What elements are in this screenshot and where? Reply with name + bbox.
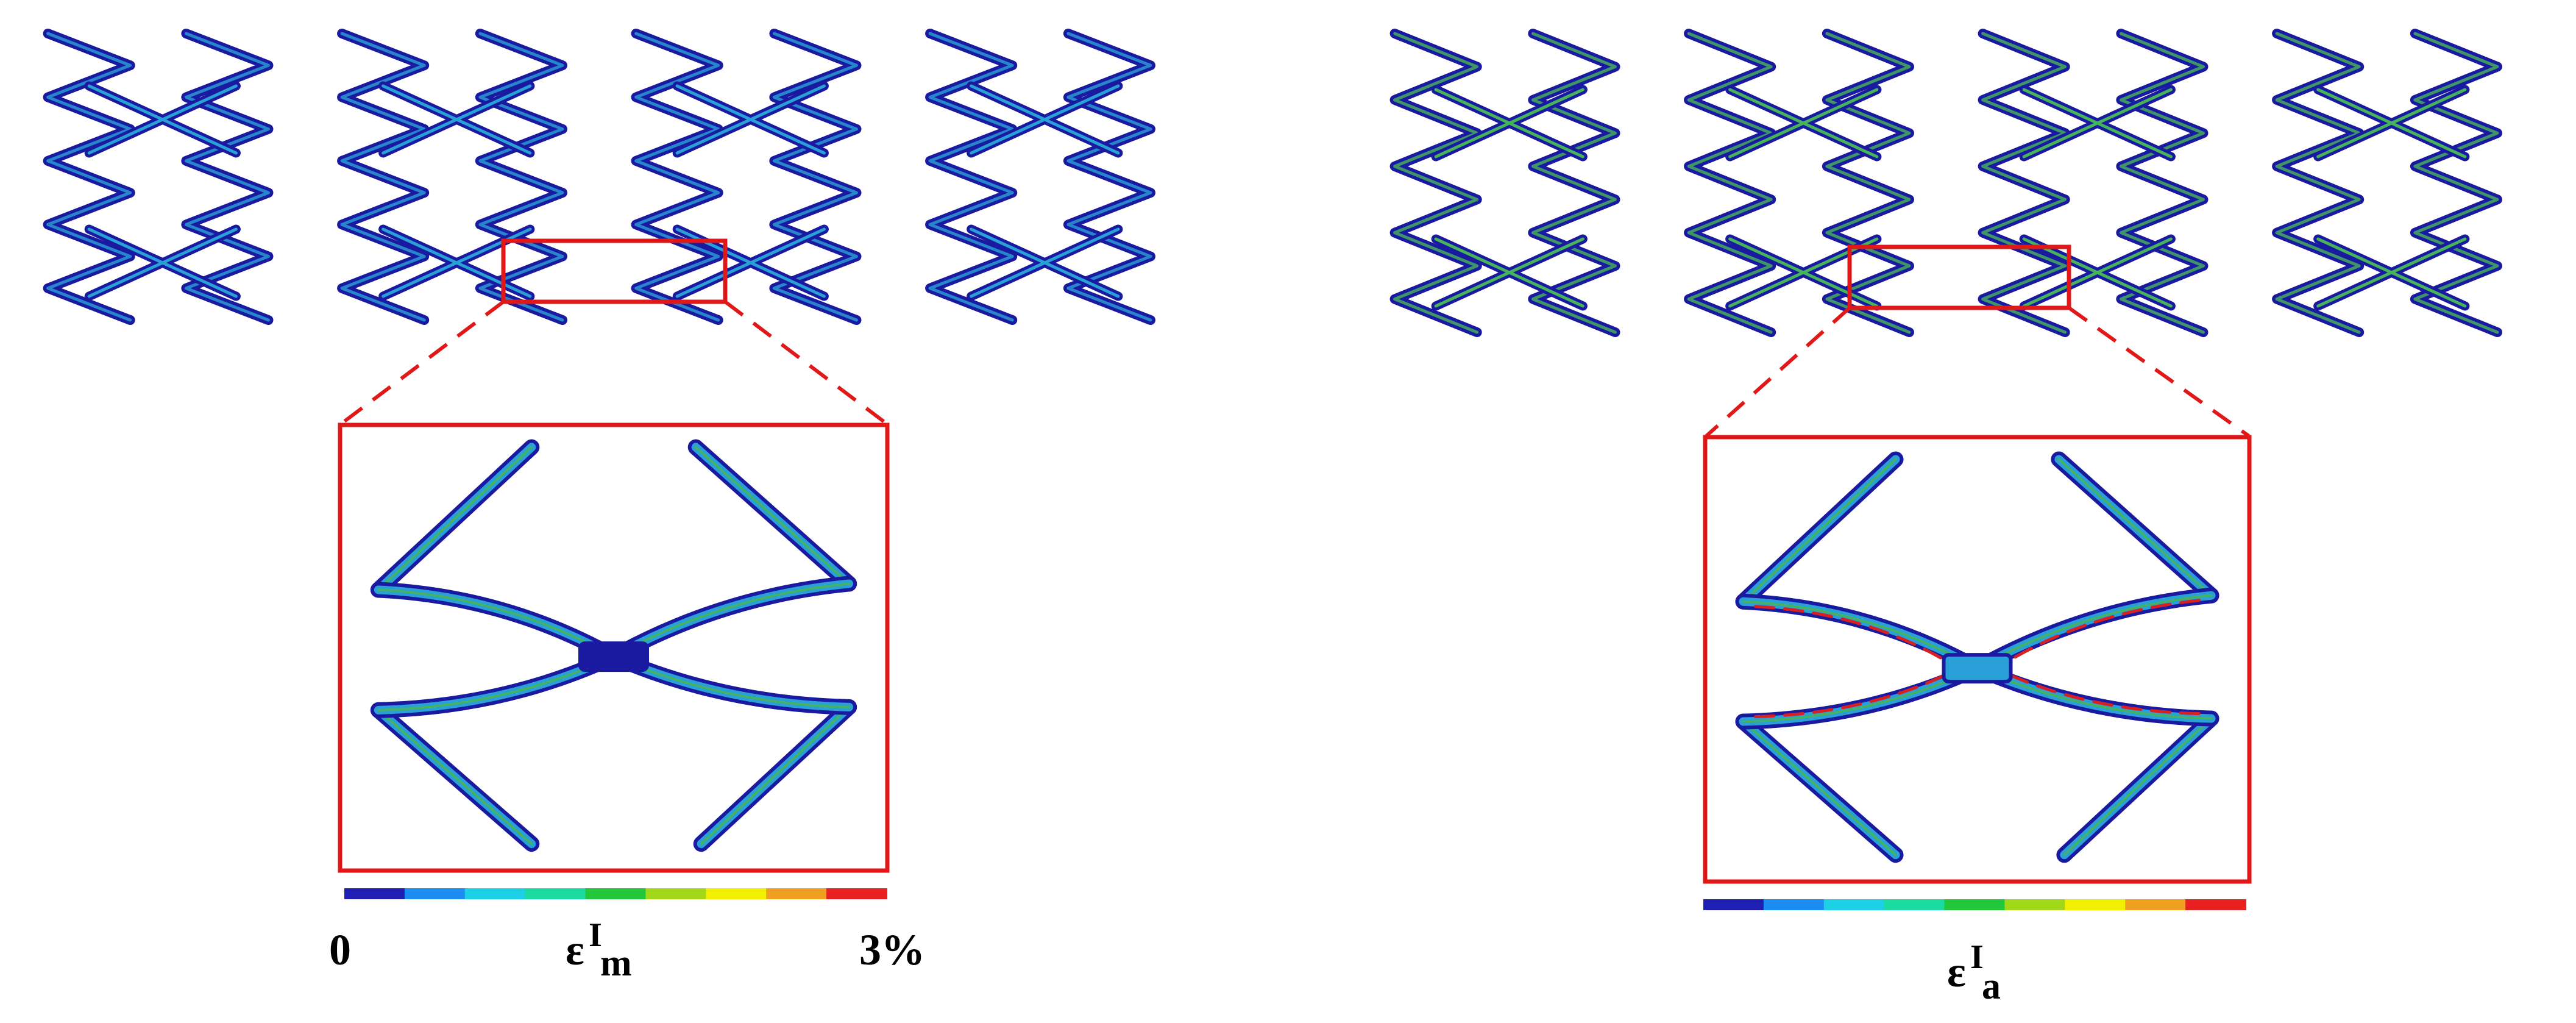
colorbar-segment	[706, 888, 767, 899]
stent-connector-strain	[1728, 237, 1879, 308]
colorbar-segment	[1884, 899, 1945, 910]
left-colorbar-min-label: 0	[329, 925, 351, 974]
zoom-hot-spot	[1754, 669, 1954, 719]
stent-ring-strain	[46, 32, 132, 322]
colorbar-segment	[826, 888, 887, 899]
colorbar-segment	[2004, 899, 2066, 910]
stent-ring-strain	[1531, 32, 1617, 334]
stent-connector-strain	[675, 84, 826, 155]
zoom-strut-core	[694, 446, 851, 585]
stent-ring-strain	[928, 32, 1014, 322]
zoom-hot-spot	[2000, 599, 2201, 667]
colorbar-segment	[344, 888, 405, 899]
stent-ring-strain	[1981, 32, 2067, 334]
stent-ring-strain	[2413, 32, 2499, 334]
stent-ring-strain	[1825, 32, 1911, 334]
right-panel: ε I a	[1389, 29, 2502, 1007]
zoom-connector-hub	[578, 641, 649, 672]
colorbar-segment	[2185, 899, 2246, 910]
stent-connector-strain	[1434, 88, 1584, 159]
stent-connector-strain	[970, 84, 1120, 155]
right-colorbar-symbol: ε	[1947, 947, 1966, 996]
zoom-strut-core	[377, 588, 615, 658]
zoom-strut-core	[2063, 717, 2213, 857]
right-highlight-box	[1847, 244, 2071, 310]
zoom-strut-core	[612, 582, 851, 658]
zoom-hot-spot	[2000, 669, 2201, 716]
left-highlight-box	[501, 238, 728, 304]
stent-ring-strain	[1066, 32, 1152, 322]
right-stent-mesh	[1389, 29, 2502, 337]
colorbar-segment	[1763, 899, 1825, 910]
stent-ring-strain	[184, 32, 270, 322]
right-colorbar-superscript: I	[1970, 938, 1984, 976]
left-colorbar-superscript: I	[589, 916, 602, 954]
stent-connector-strain	[970, 227, 1120, 298]
stent-connector-strain	[2022, 88, 2173, 159]
stent-ring-strain	[772, 32, 858, 322]
stent-connector-strain	[87, 227, 238, 298]
colorbar-segment	[1944, 899, 2006, 910]
stent-connector-strain	[87, 84, 238, 155]
left-zoom-detail	[370, 439, 857, 852]
colorbar-segment	[2125, 899, 2187, 910]
right-zoom-detail	[1735, 451, 2219, 863]
zoom-strut-core	[377, 708, 533, 846]
stent-ring-strain	[634, 32, 720, 322]
stent-connector-strain	[1728, 88, 1879, 159]
stent-ring-strain	[1687, 32, 1773, 334]
stent-connector-strain	[1434, 237, 1584, 308]
colorbar-segment	[766, 888, 828, 899]
left-stent-mesh	[43, 29, 1155, 325]
right-colorbar	[1703, 899, 2246, 910]
stent-ring-strain	[478, 32, 564, 322]
colorbar-segment	[525, 888, 586, 899]
left-colorbar-symbol: ε	[566, 925, 584, 974]
zoom-hot-spot	[1754, 605, 1954, 667]
right-zoom-line-right	[2068, 306, 2250, 438]
stent-connector-strain	[381, 84, 532, 155]
colorbar-segment	[645, 888, 707, 899]
stent-ring-strain	[2275, 32, 2361, 334]
zoom-strut-core	[1742, 720, 1897, 857]
zoom-strut-core	[700, 705, 851, 846]
stent-connector-strain	[2316, 237, 2467, 308]
stent-ring-strain	[2119, 32, 2205, 334]
zoom-strut-core	[1976, 594, 2213, 670]
colorbar-segment	[1823, 899, 1885, 910]
colorbar-segment	[2065, 899, 2126, 910]
left-colorbar	[344, 888, 887, 899]
left-zoom-line-right	[724, 300, 888, 426]
left-colorbar-subscript: m	[600, 943, 632, 984]
left-panel: 0 ε I m 3%	[43, 29, 1155, 984]
colorbar-segment	[404, 888, 466, 899]
zoom-connector-hub	[1942, 653, 2013, 684]
colorbar-segment	[1703, 899, 1764, 910]
zoom-strut-core	[1742, 458, 1897, 603]
zoom-strut-core	[377, 446, 533, 591]
left-colorbar-max-label: 3%	[859, 925, 925, 974]
colorbar-segment	[464, 888, 526, 899]
right-colorbar-subscript: a	[1982, 966, 2001, 1007]
zoom-strut-core	[2057, 458, 2213, 597]
stent-connector-strain	[2316, 88, 2467, 159]
colorbar-segment	[585, 888, 647, 899]
stent-ring-strain	[1393, 32, 1479, 334]
right-zoom-line-left	[1705, 306, 1851, 438]
zoom-strut-core	[1742, 600, 1979, 670]
stent-ring-strain	[340, 32, 426, 322]
stent-connector-strain	[2022, 237, 2173, 308]
